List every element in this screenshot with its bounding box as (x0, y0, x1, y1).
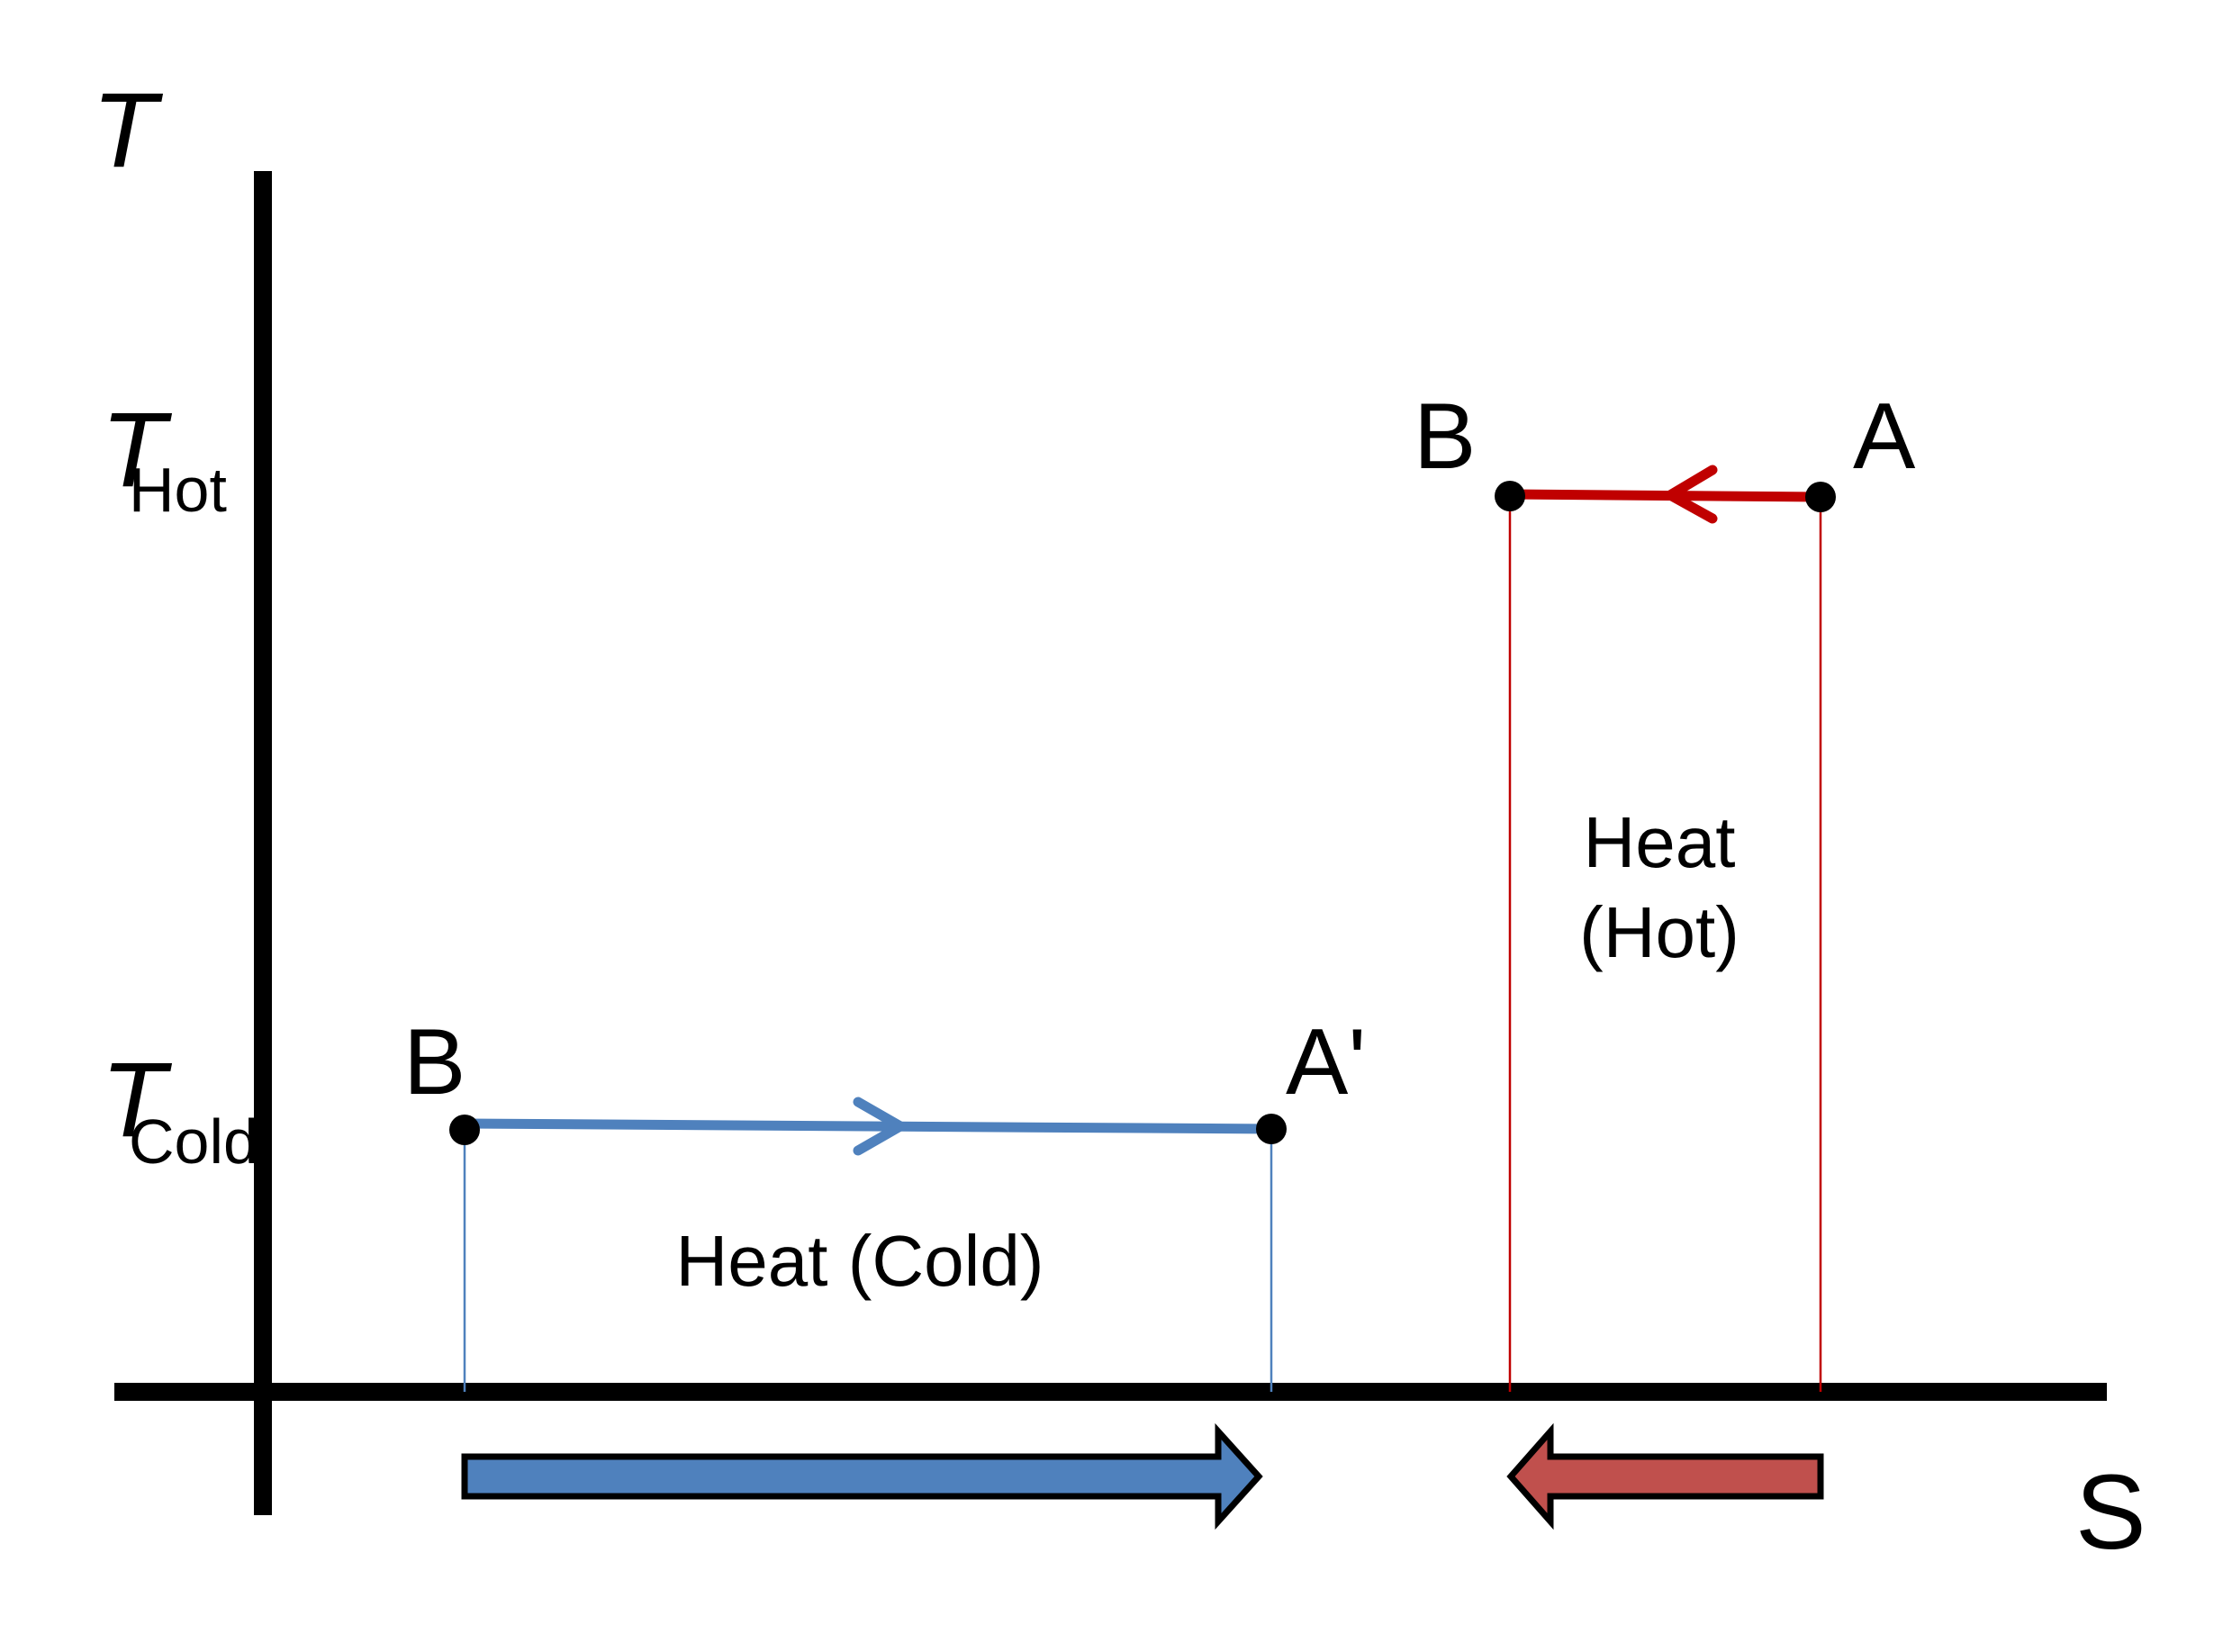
hot-point-a-label: A (1853, 384, 1916, 489)
t-cold-subscript: Cold (129, 1106, 258, 1177)
t-hot-subscript: Hot (129, 455, 227, 525)
hot-point-b (1495, 481, 1525, 511)
hot-heat-label-line1: Heat (1584, 802, 1736, 882)
hot-direction-chevron (1659, 465, 1718, 524)
cold-point-a-prime (1256, 1114, 1287, 1144)
cold-heat-flow-arrow (461, 1422, 1263, 1530)
hot-heat-flow-arrow (1506, 1422, 1824, 1530)
y-axis-label: T (92, 71, 164, 190)
cold-point-a-prime-label: A' (1286, 1010, 1366, 1115)
cold-point-b-label: B (403, 1010, 465, 1115)
cold-direction-chevron (853, 1097, 911, 1156)
hot-heat-label-line2: (Hot) (1579, 892, 1740, 972)
cold-process-line (464, 1118, 1272, 1134)
t-cold-label: T (101, 1041, 173, 1160)
cold-heat-label: Heat (Cold) (675, 1221, 1044, 1301)
t-hot-label: T (101, 391, 173, 510)
hot-point-b-label: B (1414, 384, 1476, 489)
hot-point-a (1805, 482, 1836, 512)
cold-point-b (449, 1115, 480, 1145)
x-axis-label: S (2075, 1453, 2146, 1572)
